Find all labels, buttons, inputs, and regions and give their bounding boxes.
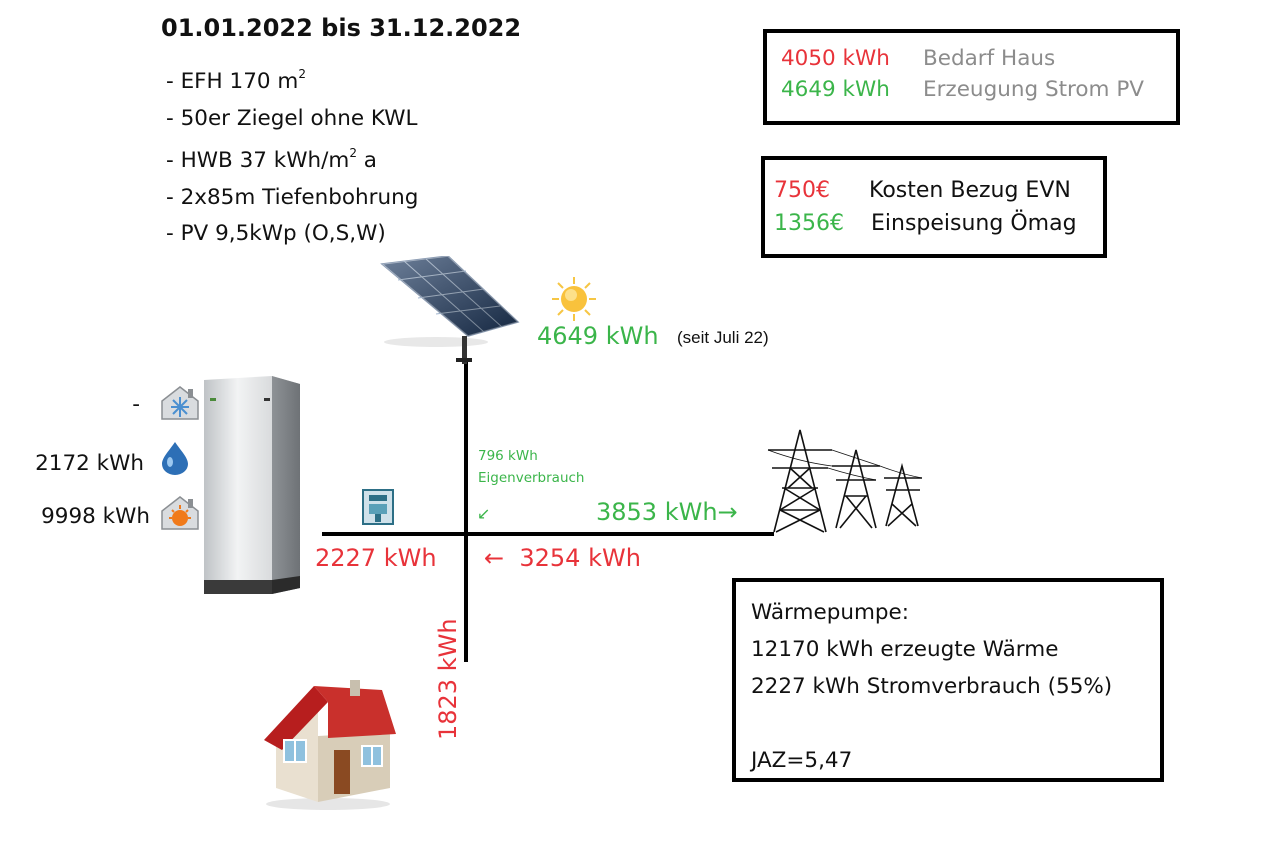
self-consumption-arrow: ↙	[477, 504, 491, 523]
pv-production-value: 4649 kWh	[781, 77, 890, 102]
spacer	[751, 705, 1160, 742]
water-drop-icon	[158, 440, 192, 476]
energy-summary-box: 4050 kWh Bedarf Haus 4649 kWh Erzeugung St…	[763, 29, 1180, 125]
heating-house-icon	[160, 495, 200, 531]
cost-box: 750€ Kosten Bezug EVN 1356€ Einspeisung Öm…	[761, 156, 1107, 258]
cost-row: 750€ Kosten Bezug EVN	[774, 174, 1103, 207]
house-consumption-value: 1823 kWh	[434, 618, 462, 740]
spec-item: - EFH 170 m2	[166, 67, 306, 95]
demand-row: 4050 kWh Bedarf Haus	[781, 43, 1176, 74]
feed-in-value: 1356€	[774, 211, 844, 236]
horizontal-flow-line	[322, 532, 774, 536]
pv-production-row: 4649 kWh Erzeugung Strom PV	[781, 74, 1176, 105]
heating-value: 9998 kWh	[41, 504, 150, 529]
heat-pump-icon	[200, 376, 302, 598]
export-arrow: →	[717, 498, 738, 526]
self-consumption-text: Eigenverbrauch	[478, 470, 585, 486]
hot-water-value: 2172 kWh	[35, 451, 144, 476]
power-pylon-icon	[766, 428, 926, 538]
cost-label: Kosten Bezug EVN	[869, 178, 1071, 203]
import-arrow: ←	[484, 544, 505, 572]
sun-icon	[551, 276, 597, 322]
pv-flow-value: 4649 kWh	[537, 322, 659, 350]
heat-pump-title: Wärmepumpe:	[751, 600, 910, 625]
spec-item: - PV 9,5kWp (O,S,W)	[166, 221, 386, 247]
grid-import-value: ← 3254 kWh	[484, 544, 641, 572]
heat-pump-box: Wärmepumpe: 12170 kWh erzeugte Wärme 222…	[732, 578, 1164, 782]
house-spec-list: - EFH 170 m2 - 50er Ziegel ohne KWL - HW…	[166, 58, 418, 253]
grid-export-value: 3853 kWh→	[596, 498, 738, 526]
period-title: 01.01.2022 bis 31.12.2022	[161, 14, 522, 42]
self-consumption-value: 796 kWh	[478, 448, 538, 464]
pv-production-label: Erzeugung Strom PV	[923, 77, 1144, 102]
feed-in-row: 1356€ Einspeisung Ömag	[774, 207, 1103, 240]
pv-flow-note: (seit Juli 22)	[677, 328, 769, 347]
cooling-value: -	[132, 392, 140, 417]
power-consumption: 2227 kWh Stromverbrauch (55%)	[751, 674, 1113, 699]
house-icon	[258, 676, 398, 812]
jaz-value: JAZ=5,47	[751, 748, 853, 773]
heat-produced: 12170 kWh erzeugte Wärme	[751, 637, 1059, 662]
cost-value: 750€	[774, 178, 830, 203]
heat-pump-consumption-value: 2227 kWh	[315, 544, 437, 572]
spec-item: - 2x85m Tiefenbohrung	[166, 184, 419, 210]
demand-value: 4050 kWh	[781, 46, 890, 71]
self-consumption-label: 796 kWh Eigenverbrauch	[478, 445, 584, 489]
demand-label: Bedarf Haus	[923, 46, 1056, 71]
spec-item: - HWB 37 kWh/m2 a	[166, 146, 377, 174]
vertical-flow-line	[464, 360, 468, 662]
snowflake-house-icon	[160, 385, 200, 421]
feed-in-label: Einspeisung Ömag	[871, 211, 1077, 236]
electricity-meter-icon	[362, 489, 394, 527]
solar-panel-icon	[378, 255, 523, 366]
spec-item: - 50er Ziegel ohne KWL	[166, 105, 418, 131]
